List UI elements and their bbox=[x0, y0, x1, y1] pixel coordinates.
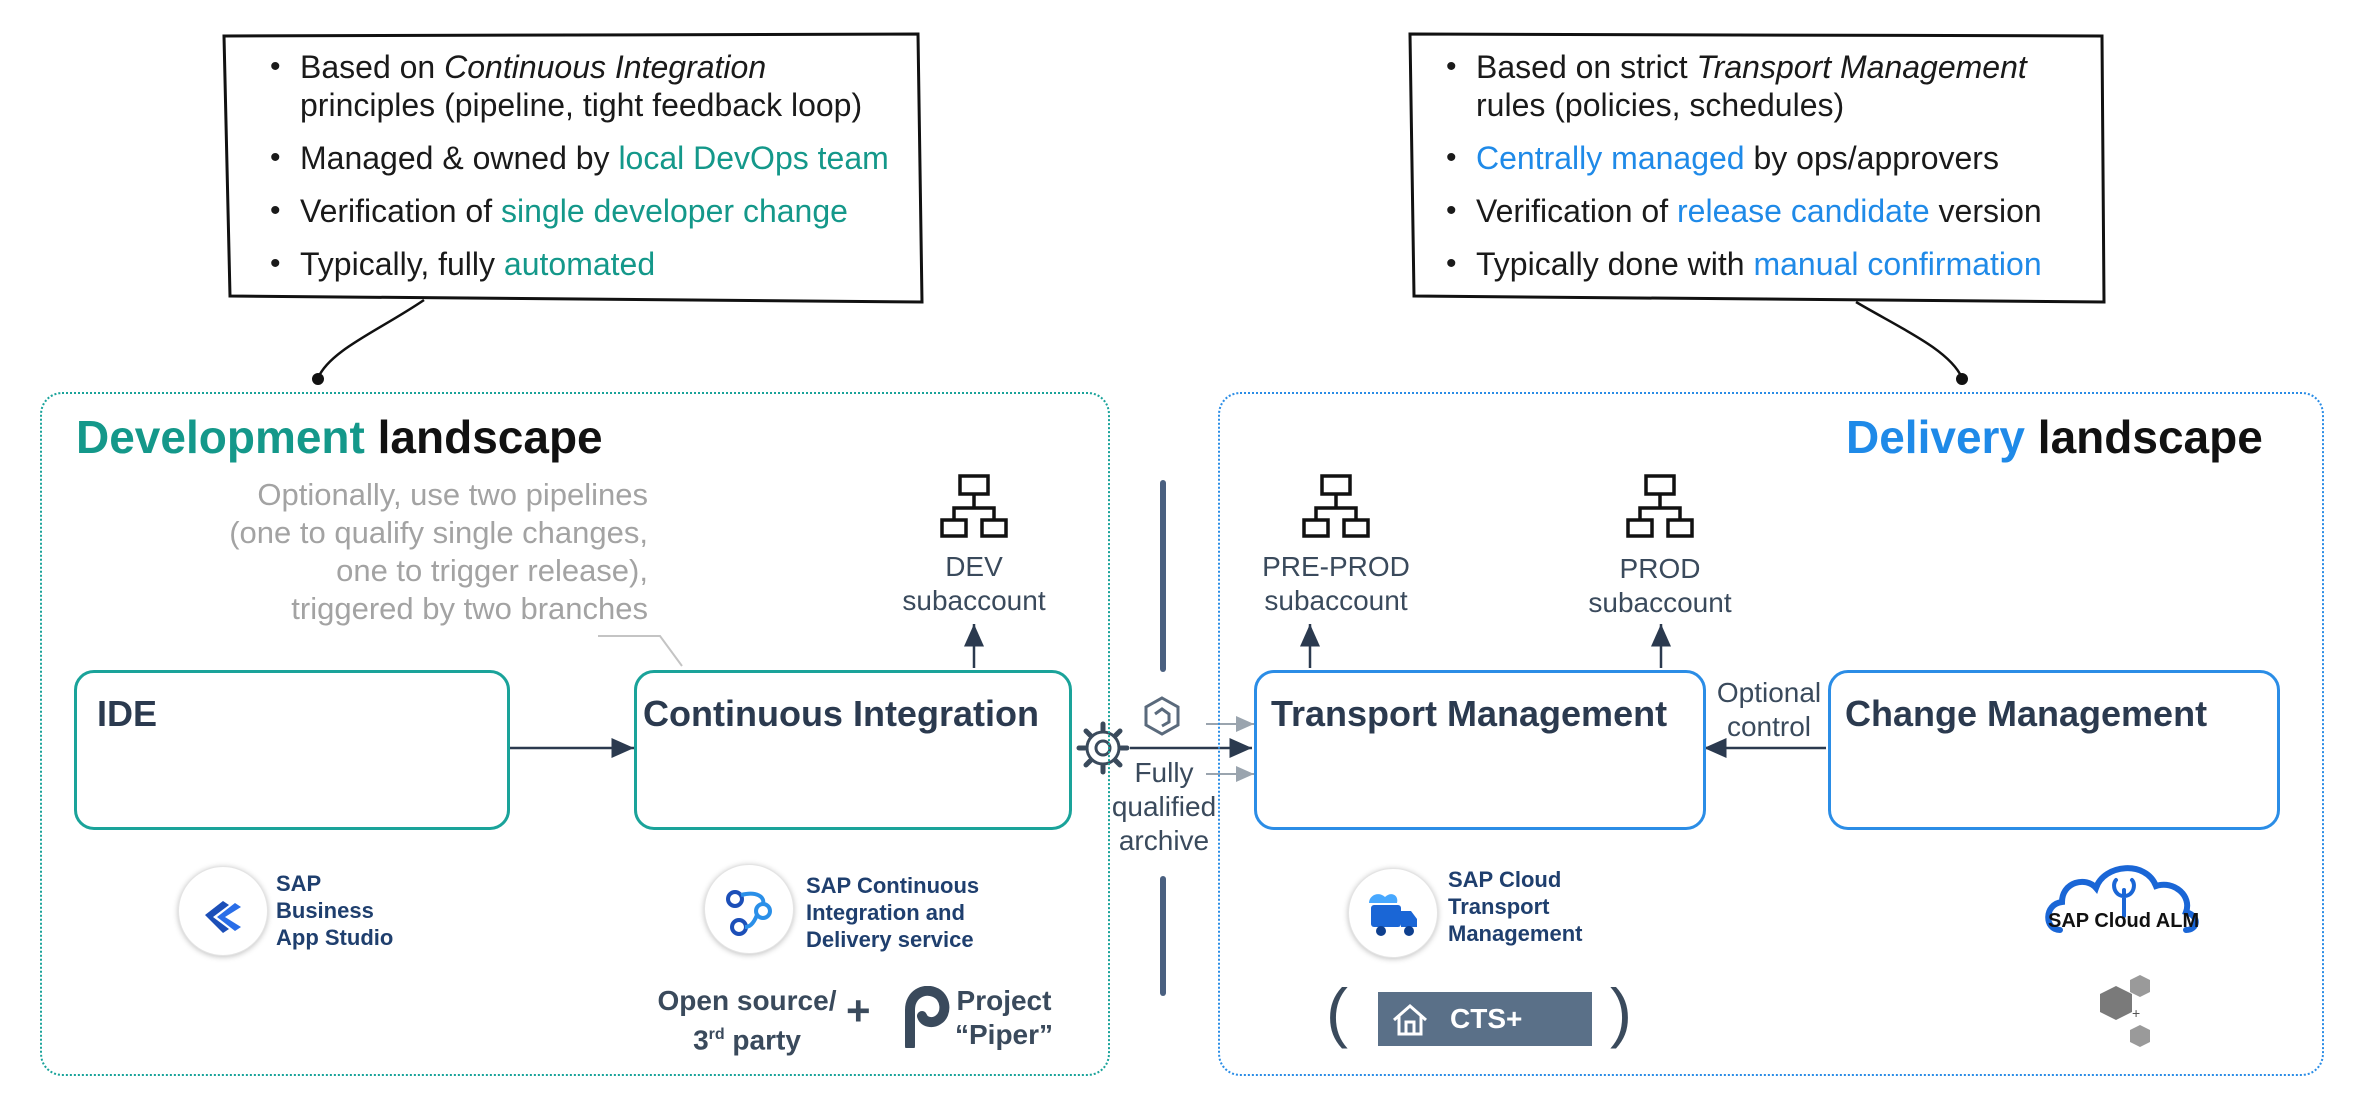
left-callout-bullet-2: Managed & owned by local DevOps team bbox=[270, 139, 902, 177]
cloud-transport-management-label: SAP Cloud Transport Management bbox=[1448, 867, 1583, 946]
dev-subaccount-label: DEV subaccount bbox=[902, 551, 1046, 616]
open-source-label: Open source/ 3rd party bbox=[657, 985, 837, 1056]
continuous-integration-box[interactable]: Continuous Integration bbox=[634, 670, 1072, 830]
cts-paren-close: ) bbox=[1610, 975, 1632, 1049]
cloud-transport-management-logo bbox=[1348, 868, 1438, 958]
separator-bar-bottom bbox=[1160, 876, 1166, 996]
plus-sign: + bbox=[846, 987, 871, 1034]
left-callout-pointer bbox=[316, 298, 425, 379]
transport-management-label: Transport Management bbox=[1271, 693, 1668, 734]
delivery-landscape bbox=[1218, 392, 2324, 1076]
left-callout-bullet-1: Based on Continuous Integration principl… bbox=[270, 48, 902, 124]
right-callout-frame bbox=[1408, 32, 2106, 304]
ide-box[interactable]: IDE bbox=[74, 670, 510, 830]
piper-logo-icon bbox=[905, 986, 950, 1048]
cts-paren-open: ( bbox=[1326, 975, 1348, 1049]
hierarchy-icon bbox=[1626, 474, 1694, 538]
cts-plus-box: CTS+ bbox=[1378, 992, 1592, 1046]
development-landscape bbox=[40, 392, 1110, 1076]
left-callout-bullet-4: Typically, fully automated bbox=[270, 245, 902, 283]
cts-plus-label: CTS+ bbox=[1450, 1003, 1523, 1034]
cloud-alm-label: SAP Cloud ALM bbox=[2048, 910, 2200, 932]
cicd-service-logo bbox=[704, 864, 794, 954]
left-callout: Based on Continuous Integration principl… bbox=[262, 48, 902, 298]
separator-bar-top bbox=[1160, 480, 1166, 672]
home-icon bbox=[1393, 1004, 1427, 1036]
right-callout-bullet-4: Typically done with manual confirmation bbox=[1446, 245, 2088, 283]
preprod-subaccount-label: PRE-PROD subaccount bbox=[1262, 551, 1410, 616]
right-callout-dot bbox=[1956, 373, 1968, 385]
project-piper-label: Project “Piper” bbox=[954, 985, 1054, 1050]
hierarchy-icon bbox=[1302, 474, 1370, 538]
right-callout-bullet-1: Based on strict Transport Management rul… bbox=[1446, 48, 2088, 124]
business-app-studio-icon bbox=[205, 901, 241, 933]
right-callout-pointer bbox=[1855, 300, 1964, 379]
cicd-pipeline-icon bbox=[726, 890, 772, 936]
svg-text:+: + bbox=[2132, 1005, 2140, 1021]
truck-icon bbox=[1369, 894, 1417, 936]
solution-manager-icon: + bbox=[2100, 975, 2150, 1047]
hierarchy-icon bbox=[940, 474, 1008, 538]
prod-subaccount-label: PROD subaccount bbox=[1588, 553, 1732, 618]
gear-icon bbox=[1076, 721, 1130, 775]
right-callout-bullet-2: Centrally managed by ops/approvers bbox=[1446, 139, 2088, 177]
note-pointer-line bbox=[598, 635, 683, 667]
left-callout-bullet-3: Verification of single developer change bbox=[270, 192, 902, 230]
business-app-studio-logo bbox=[178, 866, 268, 956]
change-management-box[interactable]: Change Management bbox=[1828, 670, 2280, 830]
optional-control-label: Optional control bbox=[1716, 677, 1822, 742]
left-callout-frame bbox=[222, 32, 924, 304]
pipelines-note: Optionally, use two pipelines (one to qu… bbox=[229, 477, 648, 626]
business-app-studio-label: SAP Business App Studio bbox=[276, 871, 394, 950]
right-callout-bullet-3: Verification of release candidate versio… bbox=[1446, 192, 2088, 230]
left-callout-dot bbox=[312, 373, 324, 385]
development-landscape-title: Development landscape bbox=[76, 411, 603, 463]
cloud-icon bbox=[2045, 865, 2199, 933]
change-management-label: Change Management bbox=[1845, 693, 2208, 734]
right-callout: Based on strict Transport Management rul… bbox=[1438, 48, 2088, 298]
fully-qualified-archive-label: Fully qualified archive bbox=[1111, 757, 1217, 856]
delivery-landscape-title: Delivery landscape bbox=[1846, 411, 2263, 463]
ide-label: IDE bbox=[97, 693, 158, 734]
transport-management-box[interactable]: Transport Management bbox=[1254, 670, 1706, 830]
continuous-integration-label: Continuous Integration bbox=[643, 693, 1039, 734]
hexagon-archive-icon bbox=[1144, 696, 1180, 736]
cicd-service-label: SAP Continuous Integration and Delivery … bbox=[806, 873, 980, 952]
